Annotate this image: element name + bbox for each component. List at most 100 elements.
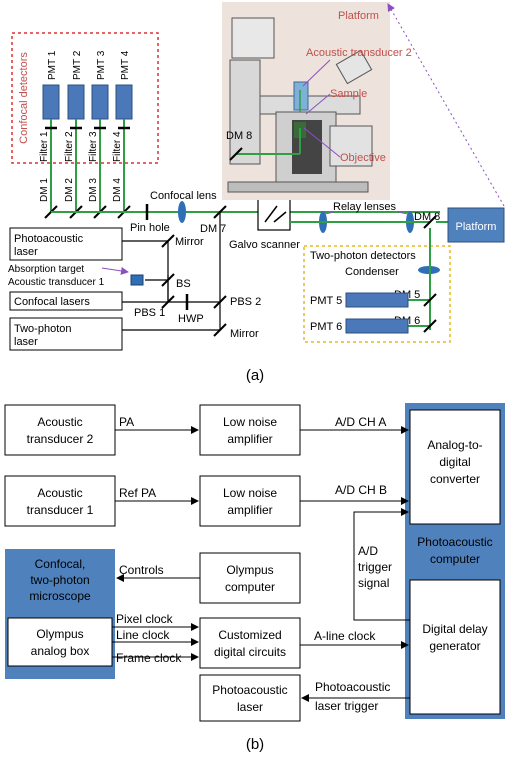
acoustic-transducer-1-box xyxy=(4,475,116,527)
relay-lenses-label: Relay lenses xyxy=(333,201,396,213)
pa-computer-line2: computer xyxy=(430,552,480,566)
pmt-3-block xyxy=(91,84,109,120)
pmt-group: PMT 1 PMT 2 PMT 3 PMT 4 xyxy=(42,50,133,120)
acoustic-transducer-2-photo-label: Acoustic transducer 2 xyxy=(306,47,412,59)
pmt6-block xyxy=(345,318,409,334)
dm6-mirror xyxy=(423,319,437,333)
pbs2-element xyxy=(213,295,227,309)
filter-2-label: Filter 2 xyxy=(64,131,75,162)
at2-line1: Acoustic xyxy=(37,415,82,429)
galvo-mirror-2 xyxy=(273,211,287,223)
microscope-line2: two-photon xyxy=(30,573,89,587)
pmt5-block xyxy=(345,292,409,308)
pa-laser-trigger-line2: laser trigger xyxy=(315,699,378,713)
condenser-label: Condenser xyxy=(345,266,399,278)
pin-hole-label: Pin hole xyxy=(130,222,170,234)
pbs1-label: PBS 1 xyxy=(134,307,165,319)
bs-element xyxy=(161,273,175,287)
olympus-analog-line1: Olympus xyxy=(36,627,83,641)
pbs1-element xyxy=(161,295,175,309)
lna-2-box xyxy=(199,475,301,527)
lna1-line2: amplifier xyxy=(227,432,272,446)
pmt-2-block xyxy=(67,84,85,120)
absorption-target-label: Absorption target xyxy=(8,264,84,275)
pmt-2-label: PMT 2 xyxy=(72,50,83,80)
platform-box xyxy=(447,207,505,243)
bs-label: BS xyxy=(176,278,191,290)
absorption-pointer xyxy=(101,266,129,275)
ad-ch-a-label: A/D CH A xyxy=(335,415,386,429)
adc-line3: converter xyxy=(430,472,480,486)
confocal-lens-label: Confocal lens xyxy=(150,190,217,202)
acoustic-transducer-1-label: Acoustic transducer 1 xyxy=(8,277,105,288)
objective-photo-label: Objective xyxy=(340,152,386,164)
two-photon-laser-line2: laser xyxy=(14,336,38,348)
microscope-photo xyxy=(222,2,390,200)
photoacoustic-laser-box xyxy=(9,227,123,261)
dm-4-label: DM 4 xyxy=(112,178,123,202)
two-photon-laser-box xyxy=(9,317,123,351)
two-photon-detectors-label: Two-photon detectors xyxy=(310,250,416,262)
pmt-3-label: PMT 3 xyxy=(96,50,107,80)
lna2-line1: Low noise xyxy=(223,486,277,500)
pmt6-label: PMT 6 xyxy=(310,321,342,333)
frame-clock-label: Frame clock xyxy=(116,651,182,665)
hwp-label: HWP xyxy=(178,313,204,325)
pmt5-label: PMT 5 xyxy=(310,295,342,307)
filter-4-label: Filter 4 xyxy=(112,131,123,162)
lna1-line1: Low noise xyxy=(223,415,277,429)
pmt-4-label: PMT 4 xyxy=(120,50,131,80)
olympus-computer-line2: computer xyxy=(225,580,275,594)
filter-1-label: Filter 1 xyxy=(39,131,50,162)
dm-3-label: DM 3 xyxy=(88,178,99,202)
at2-pointer xyxy=(302,59,331,87)
panel-b: Analog-to- digital converter Photoacoust… xyxy=(4,403,505,753)
lna-1-box xyxy=(199,404,301,456)
objective-pointer xyxy=(303,127,341,158)
photoacoustic-laser-line2: laser xyxy=(14,246,38,258)
platform-link xyxy=(387,3,505,207)
confocal-lasers-label: Confocal lasers xyxy=(14,296,90,308)
ad-trigger-line3: signal xyxy=(358,576,389,590)
filter-3-label: Filter 3 xyxy=(88,131,99,162)
custom-circuits-box xyxy=(199,617,301,669)
pa-computer-line1: Photoacoustic xyxy=(417,535,492,549)
adc-line1: Analog-to- xyxy=(427,438,482,452)
ad-trigger-line1: A/D xyxy=(358,544,378,558)
dm8-mirror xyxy=(423,215,437,229)
delay-generator-box xyxy=(409,579,501,715)
pa-laser-line1: Photoacoustic xyxy=(212,683,287,697)
mirror-bottom xyxy=(213,323,227,337)
pa-laser-box xyxy=(199,674,301,722)
olympus-analog-box xyxy=(7,617,113,667)
at1-line1: Acoustic xyxy=(37,486,82,500)
sample-pointer xyxy=(305,93,331,115)
microscope-line3: microscope xyxy=(29,589,91,603)
two-photon-detectors-box xyxy=(303,245,451,343)
dm8-photo-label: DM 8 xyxy=(226,130,252,142)
adc-line2: digital xyxy=(439,455,470,469)
panel-a: Confocal detectors PMT 1 PMT 2 PMT 3 PMT… xyxy=(8,2,505,384)
platform-box-label: Platform xyxy=(456,221,497,233)
confocal-lens xyxy=(178,201,186,223)
galvo-scanner-label: Galvo scanner xyxy=(229,239,300,251)
a-line-clock-label: A-line clock xyxy=(314,629,376,643)
caption-b: (b) xyxy=(246,736,264,753)
at1-line2: transducer 1 xyxy=(27,503,94,517)
galvo-mirror-1 xyxy=(264,205,278,223)
pa-label: PA xyxy=(119,415,134,429)
pmt-4-block xyxy=(115,84,133,120)
dm-1-label: DM 1 xyxy=(39,178,50,202)
signal-arrows xyxy=(112,426,410,702)
microscope-line1: Confocal, xyxy=(35,557,86,571)
mirror-top xyxy=(161,234,175,248)
ad-trigger-line2: trigger xyxy=(358,560,392,574)
controls-label: Controls xyxy=(119,563,164,577)
caption-a: (a) xyxy=(246,367,264,384)
line-clock-label: Line clock xyxy=(116,628,170,642)
pa-laser-trigger-line1: Photoacoustic xyxy=(315,680,390,694)
platform-photo-label: Platform xyxy=(338,10,379,22)
olympus-computer-box xyxy=(199,552,301,604)
pbs2-label: PBS 2 xyxy=(230,296,261,308)
